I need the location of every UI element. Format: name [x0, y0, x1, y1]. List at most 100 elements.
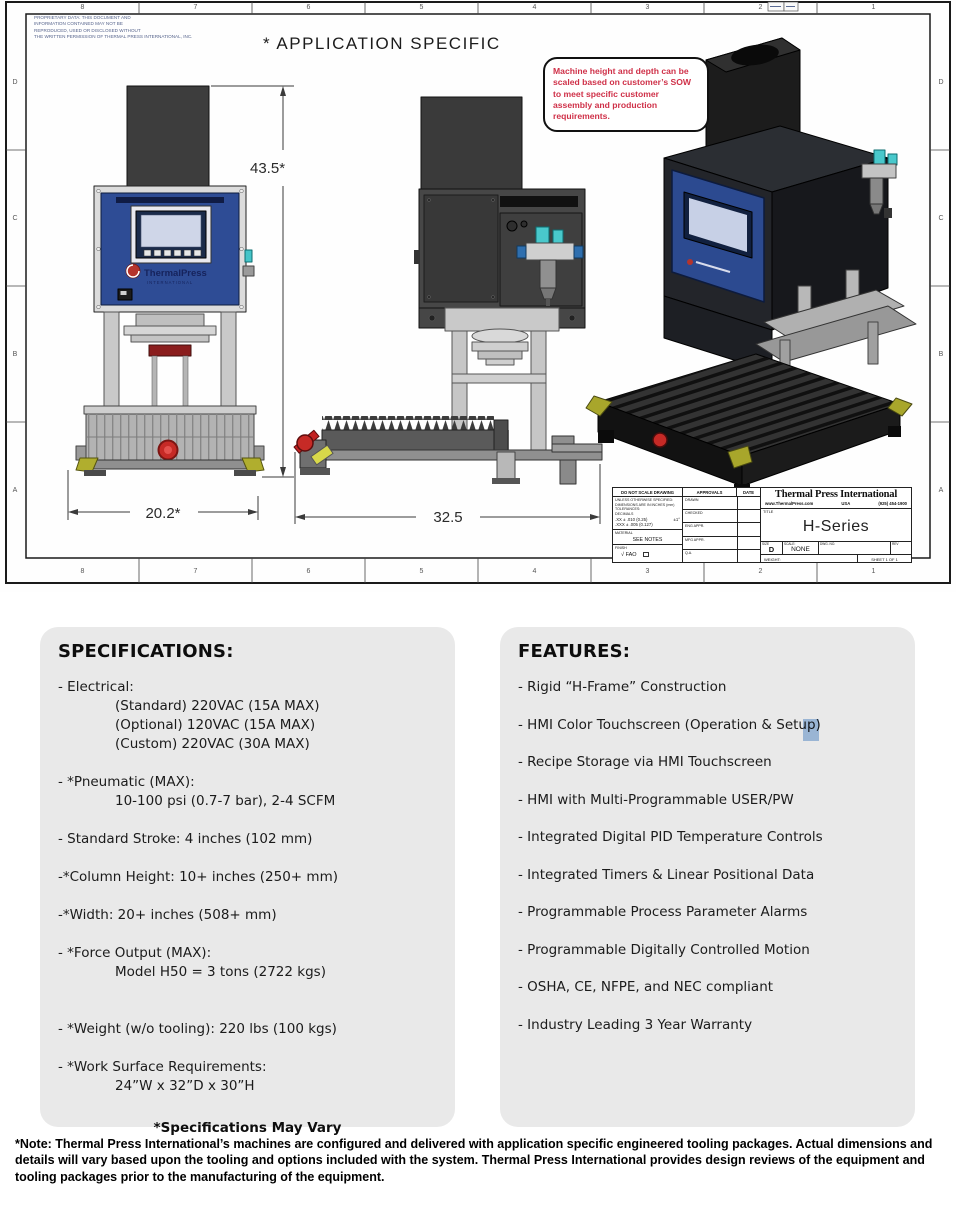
footnote: *Note: Thermal Press International’s mac…: [15, 1137, 933, 1184]
approval-row-label: ENG APPR.: [685, 524, 705, 529]
specification-sub-lines: Model H50 = 3 tons (2722 kgs): [115, 964, 326, 980]
zone-label: 7: [193, 567, 198, 575]
specifications-footer: *Specifications May Vary: [153, 1120, 342, 1136]
zone-label: B: [938, 350, 944, 358]
specification-item: - *Pneumatic (MAX): 10-100 psi (0.7-7 ba…: [58, 773, 443, 811]
title-block-main: Thermal Press International www.ThermalP…: [761, 488, 911, 562]
finish-label: FINISH: [615, 546, 627, 550]
tolerance-block: UNLESS OTHERWISE SPECIFIED:DIMENSIONS AR…: [613, 497, 682, 530]
zone-label: B: [12, 350, 18, 358]
zone-label: 1: [871, 3, 876, 11]
brand-text: ThermalPress: [144, 268, 207, 279]
specification-item: -*Width: 20+ inches (508+ mm): [58, 906, 443, 925]
specification-text: - Electrical:: [58, 679, 134, 695]
dimension-height-label: 43.5*: [250, 160, 285, 177]
tolerance-line: DECIMALS: [615, 512, 634, 517]
feature-item: - Integrated Timers & Linear Positional …: [518, 866, 815, 883]
application-specific-heading: * APPLICATION SPECIFIC: [263, 34, 501, 53]
zone-label: 2: [758, 567, 763, 575]
front-view-drawing: ThermalPress INTERNATIONAL: [75, 85, 265, 476]
specifications-list: - Electrical: (Standard) 220VAC (15A MAX…: [58, 678, 443, 1096]
finish-cell: FINISH √ FAO: [613, 545, 682, 562]
material-cell: MATERIAL SEE NOTES: [613, 530, 682, 545]
proprietary-note-line: INFORMATION CONTAINED MAY NOT BE: [34, 21, 123, 27]
approvals-label: APPROVALS: [683, 488, 737, 496]
dwg-no-cell: DWG. NO.: [819, 542, 891, 554]
do-not-scale-label: DO NOT SCALE DRAWING: [613, 488, 682, 497]
zone-label: 4: [532, 3, 537, 11]
company-name: Thermal Press International: [774, 489, 898, 500]
title-block-tolerances: DO NOT SCALE DRAWING UNLESS OTHERWISE SP…: [613, 488, 683, 562]
weight-label: WEIGHT:: [764, 557, 781, 562]
zone-label: 6: [306, 3, 311, 11]
engineering-drawing-sheet: ThermalPress INTERNATIONAL: [0, 0, 956, 592]
hmi-touchscreen-iso: [671, 169, 765, 303]
surface-finish-symbol: √: [621, 552, 625, 558]
specification-text: - *Work Surface Requirements:: [58, 1059, 267, 1075]
scale-label: SCALE:: [784, 542, 796, 546]
title-block: DO NOT SCALE DRAWING UNLESS OTHERWISE SP…: [612, 487, 912, 563]
company-cell: Thermal Press International www.ThermalP…: [761, 488, 911, 509]
feature-item: - Recipe Storage via HMI Touchscreen: [518, 754, 772, 770]
feature-item: - Industry Leading 3 Year Warranty: [518, 1016, 753, 1033]
drawing-canvas: ThermalPress INTERNATIONAL: [5, 1, 951, 584]
specification-item: - Electrical: (Standard) 220VAC (15A MAX…: [58, 678, 443, 754]
sheet-border-frame: [5, 1, 951, 584]
brand-subtext: INTERNATIONAL: [147, 280, 193, 285]
zone-label: A: [12, 486, 18, 494]
zone-label: D: [12, 78, 18, 86]
approval-row: MFG APPR.: [683, 536, 760, 550]
approval-row: Q.A.: [683, 549, 760, 563]
specification-item: - *Work Surface Requirements: 24”W x 32”…: [58, 1058, 443, 1096]
scale-cell: SCALE: NONE: [783, 542, 819, 554]
specification-item: - *Weight (w/o tooling): 220 lbs (100 kg…: [58, 1020, 443, 1039]
proprietary-note-line: REPRODUCED, USED OR DISCLOSED WITHOUT: [34, 27, 141, 33]
specification-text: - *Weight (w/o tooling): 220 lbs (100 kg…: [58, 1021, 337, 1037]
hmi-touchscreen-front: [130, 205, 212, 264]
side-view-drawing: [293, 96, 603, 485]
feature-item: - Integrated Digital PID Temperature Con…: [518, 829, 823, 845]
zone-label: 4: [532, 567, 537, 575]
proprietary-note-line: THE WRITTEN PERMISSION OF THERMAL PRESS …: [34, 34, 193, 40]
date-label: DATE: [742, 490, 755, 495]
approval-row-label: CHECKED: [685, 511, 703, 516]
iso-view-drawing: [585, 37, 917, 495]
approval-row-label: MFG APPR.: [685, 537, 705, 542]
tolerance-xx: .XX ± .010 (0.25): [615, 516, 648, 522]
specification-item: -*Column Height: 10+ inches (250+ mm): [58, 868, 443, 887]
frl-pneumatic-assembly: [506, 220, 584, 306]
zone-label: 7: [193, 3, 198, 11]
dimension-lines: [67, 85, 601, 524]
feature-item: - HMI Color Touchscreen (Operation & Set…: [518, 716, 821, 733]
feature-item: - HMI with Multi-Programmable USER/PW: [518, 791, 794, 808]
text-selection-highlight: [803, 719, 819, 741]
feature-item: - Programmable Digitally Controlled Moti…: [518, 941, 810, 958]
thermalpress-logo: ThermalPress INTERNATIONAL: [125, 263, 207, 285]
specification-item: - Standard Stroke: 4 inches (102 mm): [58, 830, 443, 849]
specification-text: -*Column Height: 10+ inches (250+ mm): [58, 869, 338, 885]
rev-cell: REV: [891, 542, 911, 554]
title-label: TITLE: [763, 510, 774, 514]
zone-label: 1: [871, 567, 876, 575]
tolerance-line: DIMENSIONS ARE IN INCHES (mm): [615, 502, 675, 507]
company-website: www.ThermalPress.com: [765, 501, 814, 506]
zone-label: 6: [306, 567, 311, 575]
scaling-note-bubble: Machine height and depth can be scaled b…: [543, 57, 709, 132]
drawing-title-cell: TITLE H-Series: [761, 509, 911, 542]
features-list: - Rigid “H-Frame” Construction - HMI Colo…: [518, 678, 903, 1035]
specification-text: -*Width: 20+ inches (508+ mm): [58, 907, 277, 923]
revision-strip: [767, 1, 799, 12]
specification-text: - *Pneumatic (MAX):: [58, 774, 195, 790]
features-heading: FEATURES:: [518, 641, 631, 662]
frl-pneumatic-iso: [861, 149, 898, 218]
approval-row: CHECKED: [683, 510, 760, 524]
dimension-width-label: 20.2*: [145, 505, 180, 522]
material-value: SEE NOTES: [632, 537, 663, 543]
zone-label: 5: [419, 3, 424, 11]
feature-item: - Rigid “H-Frame” Construction: [518, 679, 727, 695]
specification-sub-lines: (Standard) 220VAC (15A MAX)(Optional) 12…: [115, 698, 320, 752]
drawing-title: H-Series: [802, 518, 870, 535]
company-region: USA: [841, 501, 851, 506]
